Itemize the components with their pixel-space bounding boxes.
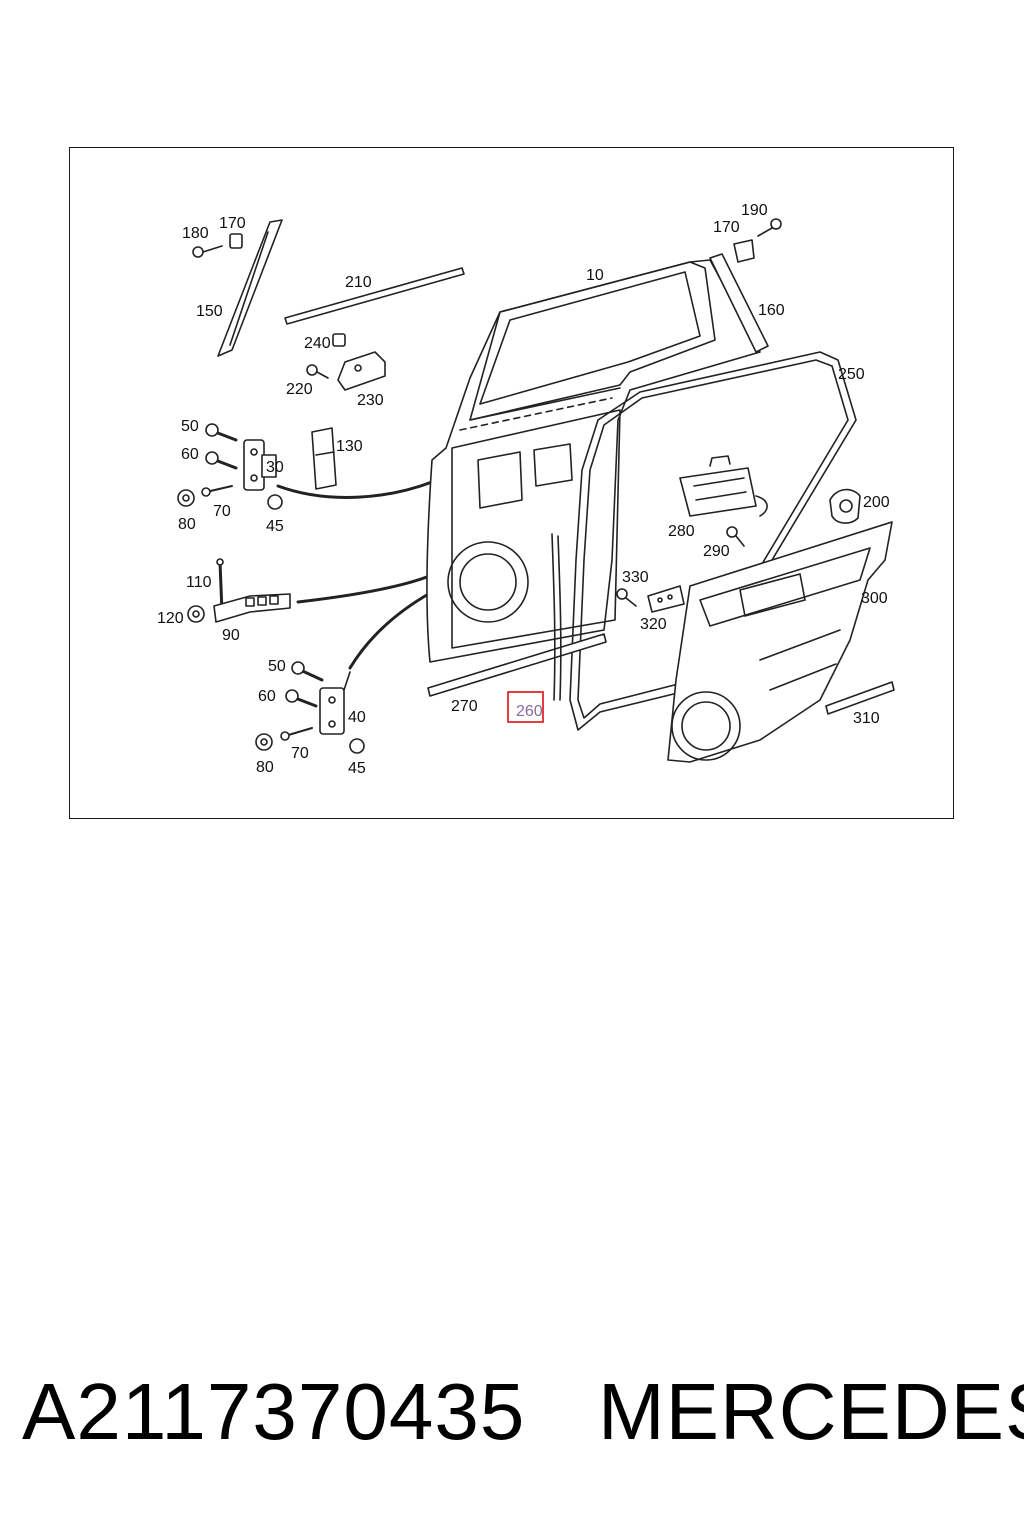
label-310: 310 [853,710,880,727]
label-180: 180 [182,225,209,242]
part-number: A2117370435 [22,1367,526,1456]
label-200: 200 [863,494,890,511]
highlight-box-260 [507,691,544,723]
label-80b: 80 [256,759,274,776]
control-unit-280 [679,455,768,517]
label-300: 300 [861,590,888,607]
belt-molding-210 [284,267,465,325]
label-60a: 60 [181,446,199,463]
exploded-parts-diagram: 10 30 40 45 45 50 50 60 60 70 70 80 80 9… [157,202,895,777]
label-210: 210 [345,274,372,291]
label-110: 110 [186,574,212,591]
label-240: 240 [304,335,331,352]
label-220: 220 [286,381,313,398]
rod-310 [825,681,895,715]
label-230: 230 [357,392,384,409]
label-330: 330 [622,569,649,586]
bolts-upper [177,423,283,510]
nut-240 [332,333,346,347]
clip-330 [616,588,637,607]
lower-hinge-40 [319,671,351,735]
clip-220 [306,364,329,379]
label-30: 30 [266,459,284,476]
label-40: 40 [348,709,366,726]
part-labels: 10 30 40 45 45 50 50 60 60 70 70 80 80 9… [157,202,890,777]
clip-170-left [229,233,243,249]
label-50b: 50 [268,658,286,675]
label-170a: 170 [219,215,246,232]
nut-120 [187,605,205,623]
label-170b: 170 [713,219,740,236]
label-10: 10 [586,267,604,284]
label-320: 320 [640,616,667,633]
label-70b: 70 [291,745,309,762]
label-50a: 50 [181,418,199,435]
label-60b: 60 [258,688,276,705]
label-260: 260 [516,703,543,720]
label-160: 160 [758,302,785,319]
bolts-lower [255,661,365,754]
label-90: 90 [222,627,240,644]
label-45b: 45 [348,760,366,777]
clip-170-right [733,239,755,263]
label-280: 280 [668,523,695,540]
speaker-cover-200 [829,488,861,524]
label-150: 150 [196,303,223,320]
spacer-130 [311,427,337,490]
label-250: 250 [838,366,865,383]
seal-strip-260 [551,533,562,701]
label-80a: 80 [178,516,196,533]
label-70a: 70 [213,503,231,520]
label-270: 270 [451,698,478,715]
pillar-trim-150 [217,219,283,357]
label-45a: 45 [266,518,284,535]
label-190: 190 [741,202,768,219]
screw-290 [726,526,745,547]
screw-190 [757,218,782,237]
pillar-trim-160 [709,253,769,353]
trim-panel-300 [667,521,893,763]
label-120: 120 [157,610,184,627]
label-130: 130 [336,438,363,455]
bracket-230 [337,351,386,391]
check-strap-90 [213,593,291,623]
upper-hinge-30 [243,439,277,491]
label-290: 290 [703,543,730,560]
door-handle-320 [647,585,685,613]
screw-180 [192,245,223,258]
brand-name: MERCEDES [598,1367,1024,1456]
